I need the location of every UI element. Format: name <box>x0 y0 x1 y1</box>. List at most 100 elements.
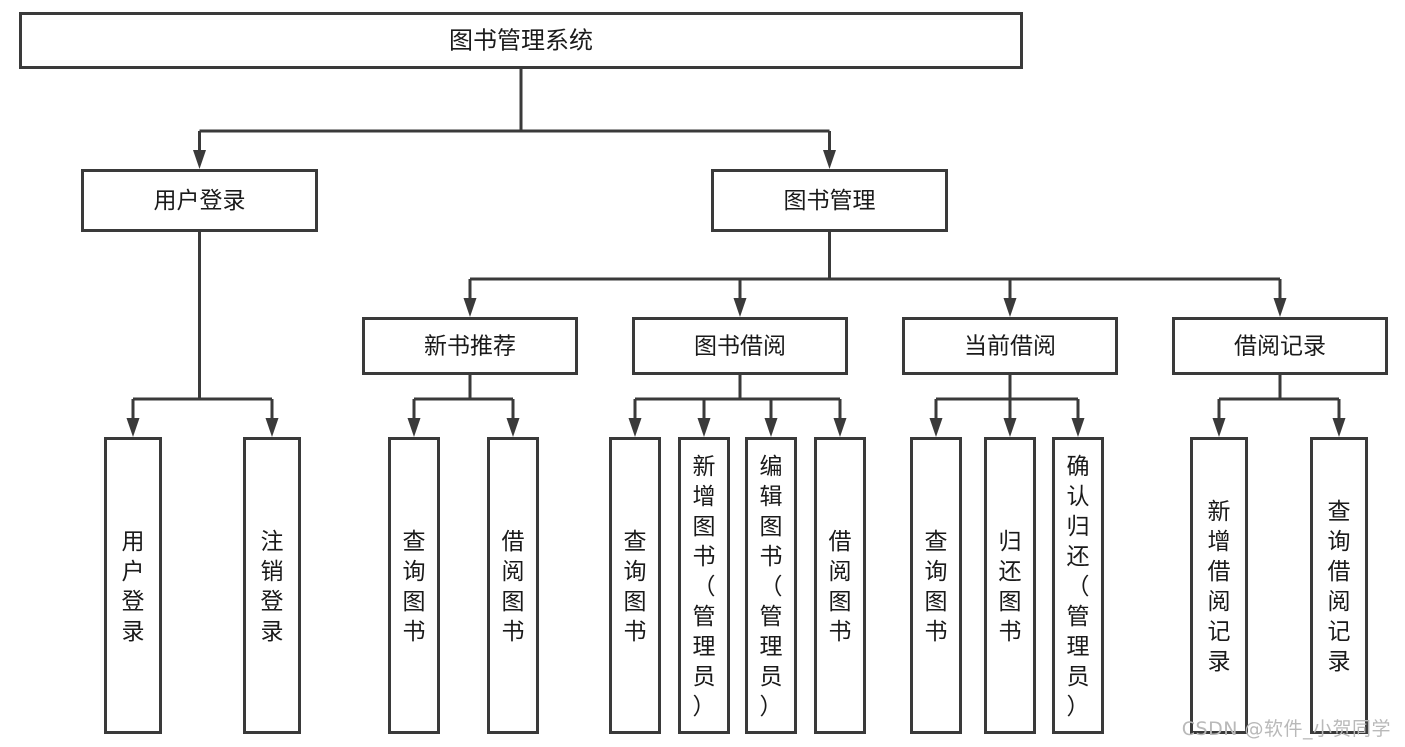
node-label-char: 员 <box>760 664 783 690</box>
node-box <box>1172 317 1388 375</box>
arrow-head-icon <box>193 150 206 169</box>
node-box <box>984 437 1036 734</box>
node-box <box>1310 437 1368 734</box>
node-label-char: 登 <box>261 589 284 615</box>
edge-group-book-manage <box>463 232 1287 317</box>
node-box <box>711 169 948 232</box>
node-label-char: 新 <box>1208 499 1231 525</box>
node-label-char: 认 <box>1067 484 1090 510</box>
node-new-book-rec[interactable]: 新书推荐 <box>362 317 578 375</box>
node-label-char: 还 <box>1067 544 1090 570</box>
node-book-manage[interactable]: 图书管理 <box>711 169 948 232</box>
arrow-head-icon <box>929 418 943 437</box>
node-label-char: 书 <box>925 619 948 645</box>
node-root[interactable]: 图书管理系统 <box>19 12 1023 69</box>
node-label: 新书推荐 <box>424 334 516 360</box>
node-label-char: 图 <box>829 589 852 615</box>
arrow-head-icon <box>1212 418 1226 437</box>
node-label-char: 辑 <box>760 484 783 510</box>
node-label-char: （ <box>693 574 716 600</box>
node-box <box>362 317 578 375</box>
node-label-char: 管 <box>693 604 716 630</box>
node-label-char: 图 <box>624 589 647 615</box>
node-label-char: 注 <box>261 529 284 555</box>
arrow-head-icon <box>1003 298 1017 317</box>
node-label-char: 员 <box>693 664 716 690</box>
arrow-head-icon <box>1003 418 1017 437</box>
node-label-char: 询 <box>925 559 948 585</box>
node-label-char: 询 <box>403 559 426 585</box>
node-user-login[interactable]: 用户登录 <box>81 169 318 232</box>
node-box <box>104 437 162 734</box>
edge-group-borrow-record <box>1212 375 1346 437</box>
node-box <box>388 437 440 734</box>
node-box <box>902 317 1118 375</box>
node-label-char: 借 <box>829 529 852 555</box>
node-leaf-borrow-book-1[interactable]: 借阅图书借阅图书 <box>0 0 539 734</box>
connector-layer <box>126 69 1346 437</box>
node-label-char: 阅 <box>829 559 852 585</box>
node-borrow-record[interactable]: 借阅记录 <box>1172 317 1388 375</box>
node-leaf-user-login[interactable]: 用户登录用户登录 <box>0 0 162 734</box>
arrow-head-icon <box>628 418 642 437</box>
arrow-head-icon <box>697 418 711 437</box>
node-label-char: 图 <box>502 589 525 615</box>
node-label-char: 用 <box>122 529 145 555</box>
node-label-char: （ <box>1067 574 1090 600</box>
node-leaf-query-book-1[interactable]: 查询图书查询图书 <box>0 0 440 734</box>
arrow-head-icon <box>407 418 421 437</box>
node-label-char: 增 <box>693 484 716 510</box>
arrow-head-icon <box>733 298 747 317</box>
node-label-char: 增 <box>1208 529 1231 555</box>
node-label-char: 管 <box>1067 604 1090 630</box>
node-leaf-add-borrow-record[interactable]: 新增借阅记录新增借阅记录 <box>0 0 1248 734</box>
node-box <box>910 437 962 734</box>
node-label-char: 录 <box>1328 649 1351 675</box>
node-box <box>1190 437 1248 734</box>
arrow-head-icon <box>823 150 836 169</box>
node-label-char: ） <box>760 694 783 720</box>
node-leaf-borrow-book-2[interactable]: 借阅图书借阅图书 <box>0 0 866 734</box>
node-label-char: 阅 <box>502 559 525 585</box>
node-label: 图书管理 <box>784 188 876 214</box>
node-leaf-return-book[interactable]: 归还图书归还图书 <box>0 0 1036 734</box>
node-label-char: 新 <box>693 454 716 480</box>
arrow-head-icon <box>1332 418 1346 437</box>
node-box <box>745 437 797 734</box>
node-book-borrow[interactable]: 图书借阅 <box>632 317 848 375</box>
node-label-char: 询 <box>1328 529 1351 555</box>
node-label-char: 理 <box>1067 634 1090 660</box>
node-box <box>1052 437 1104 734</box>
node-label-char: 记 <box>1208 619 1231 645</box>
arrow-head-icon <box>506 418 520 437</box>
node-label-char: 录 <box>1208 649 1231 675</box>
node-label-char: 归 <box>999 529 1022 555</box>
node-label-char: （ <box>760 574 783 600</box>
node-label-char: ） <box>1067 694 1090 720</box>
node-label-char: 查 <box>925 529 948 555</box>
node-label-char: 查 <box>403 529 426 555</box>
node-current-borrow[interactable]: 当前借阅 <box>902 317 1118 375</box>
node-label-char: 录 <box>261 619 284 645</box>
arrow-head-icon <box>1273 298 1287 317</box>
node-leaf-query-book-2[interactable]: 查询图书查询图书 <box>0 0 661 734</box>
arrow-head-icon <box>126 418 140 437</box>
arrow-head-icon <box>1071 418 1085 437</box>
node-label-char: 管 <box>760 604 783 630</box>
node-label: 当前借阅 <box>964 334 1056 360</box>
node-label: 图书借阅 <box>694 334 786 360</box>
node-leaf-query-borrow-record[interactable]: 查询借阅记录查询借阅记录 <box>0 0 1368 734</box>
node-label-char: 借 <box>1328 559 1351 585</box>
arrow-head-icon <box>463 298 477 317</box>
node-label-char: 图 <box>999 589 1022 615</box>
node-label-char: 借 <box>502 529 525 555</box>
node-label-char: 还 <box>999 559 1022 585</box>
node-label-char: 书 <box>999 619 1022 645</box>
node-leaf-query-book-3[interactable]: 查询图书查询图书 <box>0 0 962 734</box>
node-leaf-user-logout[interactable]: 注销登录注销登录 <box>0 0 301 734</box>
